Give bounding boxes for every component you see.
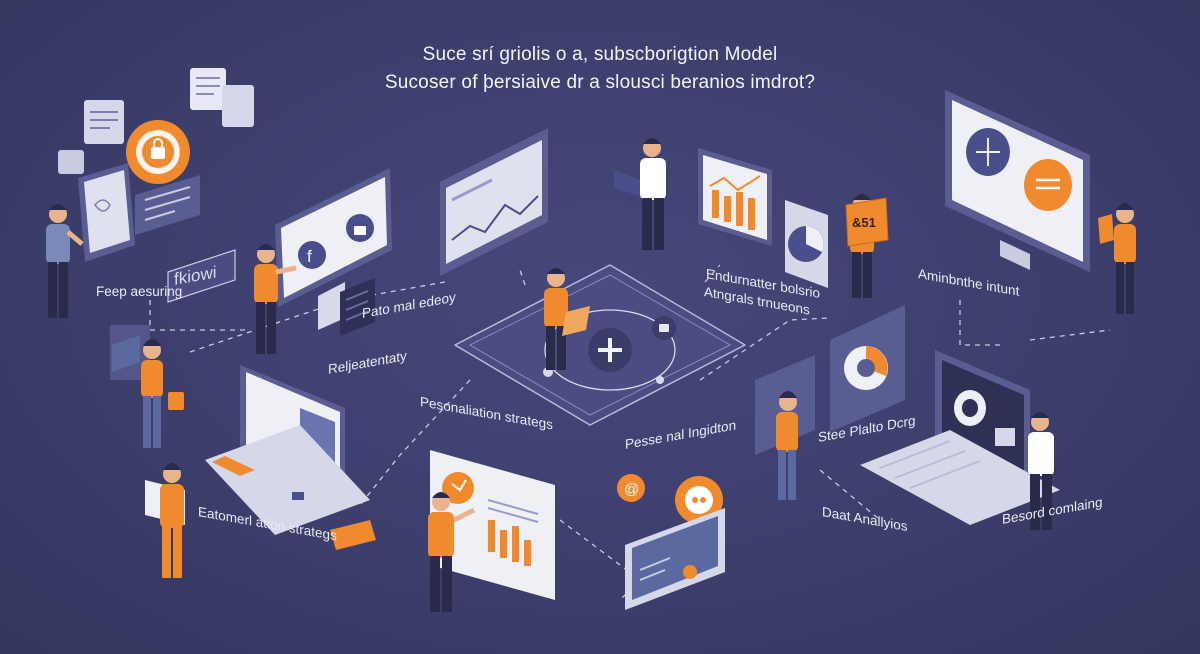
dashboard-device xyxy=(625,508,725,610)
central-hub xyxy=(454,264,746,426)
security-coin-icon xyxy=(126,120,190,184)
laptop-right xyxy=(860,350,1060,525)
presentation-board xyxy=(430,450,555,600)
svg-text:@: @ xyxy=(624,481,639,498)
person-woman-panel xyxy=(776,391,798,500)
person-sign-holder xyxy=(845,194,889,298)
bar-chart-card xyxy=(698,148,772,246)
title-line-2: Sucoser of þersiaive dr a slousci berani… xyxy=(384,72,816,93)
person-woman-right xyxy=(1098,203,1136,314)
small-tablet-left xyxy=(112,335,140,372)
info-card xyxy=(135,175,200,235)
donut-card xyxy=(830,305,905,432)
line-chart-screen xyxy=(440,128,548,276)
person-woman-left xyxy=(46,204,84,318)
label-top-left: Feep aesuring xyxy=(96,284,183,299)
sign-holder-text: &51 xyxy=(852,215,876,230)
person-man-facebook xyxy=(254,244,297,354)
orange-card xyxy=(330,520,376,550)
chat-bubbles xyxy=(58,68,254,174)
social-monitor: f xyxy=(275,168,392,330)
analytics-monitor-right xyxy=(945,90,1090,272)
person-man-laptop-right xyxy=(1028,412,1054,530)
chat-icon xyxy=(675,476,723,524)
server-box xyxy=(340,278,375,336)
laptop-left xyxy=(205,365,370,535)
person-presenter xyxy=(428,492,476,612)
sign-board xyxy=(167,249,236,303)
person-woman-tablet xyxy=(145,463,185,578)
title-line-1: Suce srí griolis o a, subscborigtion Mod… xyxy=(422,44,778,65)
person-hub-laptop xyxy=(544,268,590,370)
pie-card xyxy=(785,200,828,288)
phone-device xyxy=(78,163,135,262)
email-icon: @ xyxy=(617,474,645,502)
svg-text:f: f xyxy=(307,247,312,266)
person-man-laptop xyxy=(614,138,666,250)
